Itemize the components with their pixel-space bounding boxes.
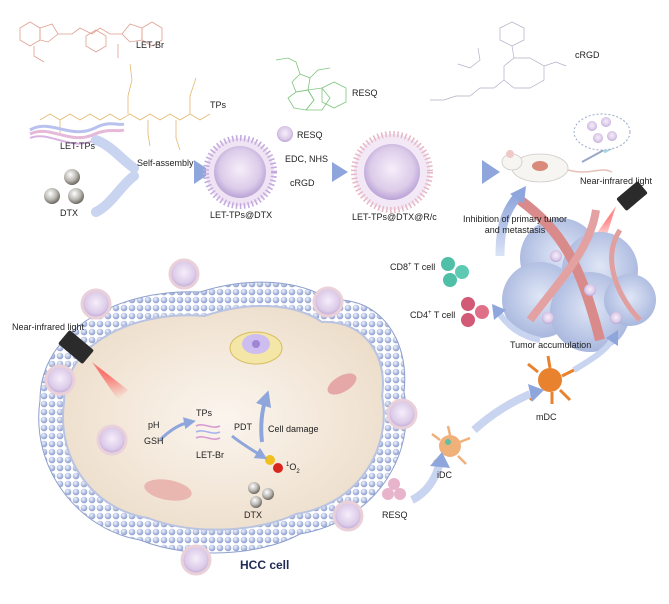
cd4-t-cell-label: CD4+ T cell xyxy=(410,310,456,320)
edc-nhs-label: EDC, NHS xyxy=(285,154,329,164)
pdt-label: PDT xyxy=(234,422,252,432)
ph-label: pH xyxy=(148,420,160,430)
cd4-t-cells xyxy=(461,297,489,327)
tumor-tissue xyxy=(502,196,656,352)
tps-strands xyxy=(195,424,221,440)
crgd-reagent-label: cRGD xyxy=(290,178,315,188)
micelle-let-tps-dtx-rc xyxy=(351,131,433,213)
singlet-oxygen-atoms xyxy=(265,455,283,473)
membrane-nanoparticles xyxy=(44,258,418,576)
inhibition-label: Inhibition of primary tumor and metastas… xyxy=(462,214,568,235)
self-assembly-arrow xyxy=(91,135,212,217)
resq-particles-bottom xyxy=(382,478,406,500)
dtx-spheres-cell xyxy=(248,482,274,508)
nir-laser-left xyxy=(58,330,128,400)
crgd-structure xyxy=(430,21,567,101)
tumor-accumulation-label: Tumor accumulation xyxy=(510,340,592,350)
let-br-structure xyxy=(19,21,163,63)
self-assembly-label: Self-assembly xyxy=(137,158,194,168)
resq-reagent-label: RESQ xyxy=(297,130,323,140)
dc-maturation-arrows xyxy=(410,330,618,504)
cell-damage-label: Cell damage xyxy=(268,424,319,434)
mitochondrion-1 xyxy=(327,373,357,395)
resq-bottom-label: RESQ xyxy=(382,510,408,520)
np-magnified-bubble xyxy=(573,113,631,151)
singlet-oxygen-label: 1O2 xyxy=(286,462,300,475)
hcc-cell xyxy=(38,281,407,554)
cd8-t-cells xyxy=(441,257,469,287)
dtx-label: DTX xyxy=(60,208,78,218)
dtx-spheres xyxy=(44,169,84,204)
resq-structure-label: RESQ xyxy=(352,88,378,98)
inhibition-arrow xyxy=(495,186,526,257)
idc-cell xyxy=(431,425,471,465)
tps-cell-label: TPs xyxy=(196,408,213,418)
cd8-t-cell-label: CD8+ T cell xyxy=(390,262,436,272)
resq-structure xyxy=(275,57,347,111)
resq-particle-top xyxy=(277,126,293,142)
dtx-cell-label: DTX xyxy=(244,510,262,520)
micelle-let-tps-dtx xyxy=(203,135,277,209)
mitochondrion-2 xyxy=(144,479,192,501)
tumor-accumulation-arrow xyxy=(492,304,541,343)
let-br-cell-label: LET-Br xyxy=(196,450,225,460)
nucleus xyxy=(229,331,283,365)
let-br-structure-label: LET-Br xyxy=(136,40,165,50)
cell-internal-arrows xyxy=(158,390,272,460)
mouse xyxy=(501,139,623,183)
tps-structure-label: TPs xyxy=(210,100,227,110)
crgd-structure-label: cRGD xyxy=(575,50,600,60)
injection-arrow xyxy=(434,160,500,184)
let-tps-dtx-rc-label: LET-TPs@DTX@R/c xyxy=(352,212,437,222)
gsh-label: GSH xyxy=(144,436,164,446)
let-tps-label: LET-TPs xyxy=(60,141,96,151)
let-tps-dtx-label: LET-TPs@DTX xyxy=(210,210,273,220)
idc-label: iDC xyxy=(437,470,452,480)
conjugation-arrow xyxy=(280,162,348,182)
nir-right-label: Near-infrared light xyxy=(580,176,653,186)
nir-left-label: Near-infrared light xyxy=(12,322,85,332)
hcc-cell-label: HCC cell xyxy=(240,558,290,572)
mdc-label: mDC xyxy=(536,412,557,422)
tps-structure xyxy=(39,63,211,151)
let-tps-ribbons xyxy=(29,122,125,145)
